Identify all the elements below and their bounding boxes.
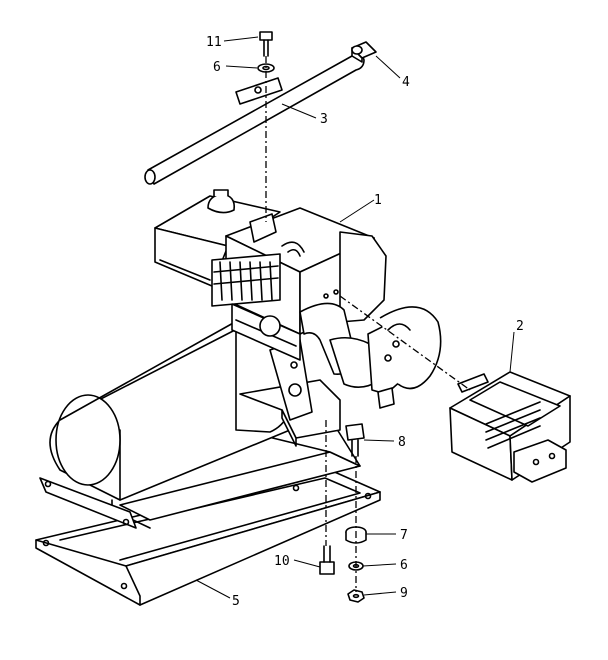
base-frame [35,417,381,606]
callout-9: 9 [400,586,408,601]
engine-assembly [154,189,442,409]
callout-3: 3 [320,112,328,127]
callout-8: 8 [398,435,406,450]
handle-bar [144,53,365,185]
callout-11: 11 [206,35,222,50]
callout-4: 4 [402,75,410,90]
alignment-lines [265,56,471,592]
callout-10: 10 [274,554,290,569]
end-cap [351,41,377,63]
callout-6-top: 6 [213,60,221,75]
callout-6-bottom: 6 [400,558,408,573]
callout-labels: 11 6 4 3 1 2 8 7 6 9 10 5 [206,35,524,609]
callout-5: 5 [232,594,240,609]
callout-2: 2 [516,319,524,334]
leader-lines [195,36,515,599]
callout-7: 7 [400,528,408,543]
callout-1: 1 [374,193,382,208]
muffler [449,371,571,483]
